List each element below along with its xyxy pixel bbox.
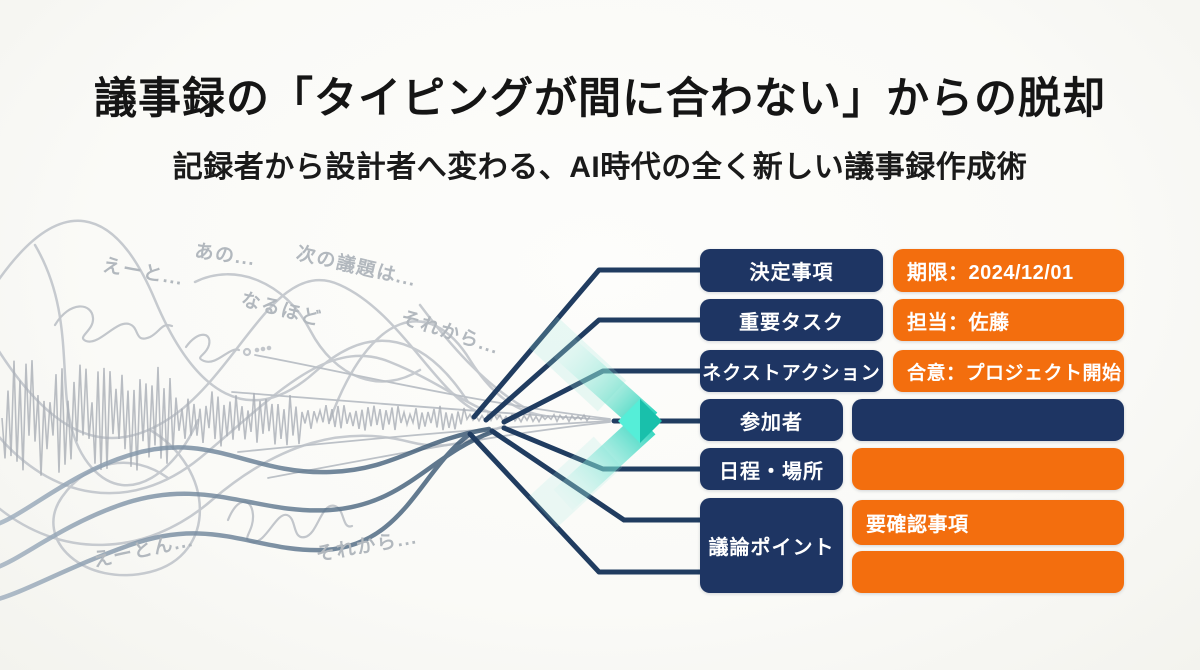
value-box-schedule-empty <box>852 448 1124 490</box>
steel-flow-curves <box>0 426 495 601</box>
value-box-deadline: 期限：2024/12/01 <box>893 249 1124 292</box>
label-box-next-actions: ネクストアクション <box>700 350 883 392</box>
label-box-participants: 参加者 <box>700 399 843 441</box>
connector-lines <box>467 267 703 575</box>
value-box-discussion-empty <box>852 551 1124 593</box>
audio-waveform-icon <box>1 360 591 476</box>
page-title: 議事録の「タイピングが間に合わない」からの脱却 <box>94 75 1106 123</box>
label-box-schedule-location: 日程・場所 <box>700 448 843 490</box>
label-box-discussion-points: 議論ポイント <box>700 498 843 593</box>
page-subtitle: 記録者から設計者へ変わる、AI時代の全く新しい議事録作成術 <box>172 151 1028 184</box>
value-box-items-to-confirm: 要確認事項 <box>852 500 1124 545</box>
value-box-participants-empty <box>852 399 1124 441</box>
label-box-key-tasks: 重要タスク <box>700 299 883 341</box>
value-box-agreement: 合意：プロジェクト開始 <box>893 350 1124 392</box>
speech-scribble-curves <box>0 219 611 577</box>
handwriting-scribble <box>53 305 354 544</box>
label-box-decisions: 決定事項 <box>700 249 883 292</box>
transform-arrow-icon <box>528 316 662 528</box>
value-box-assignee: 担当：佐藤 <box>893 299 1124 341</box>
